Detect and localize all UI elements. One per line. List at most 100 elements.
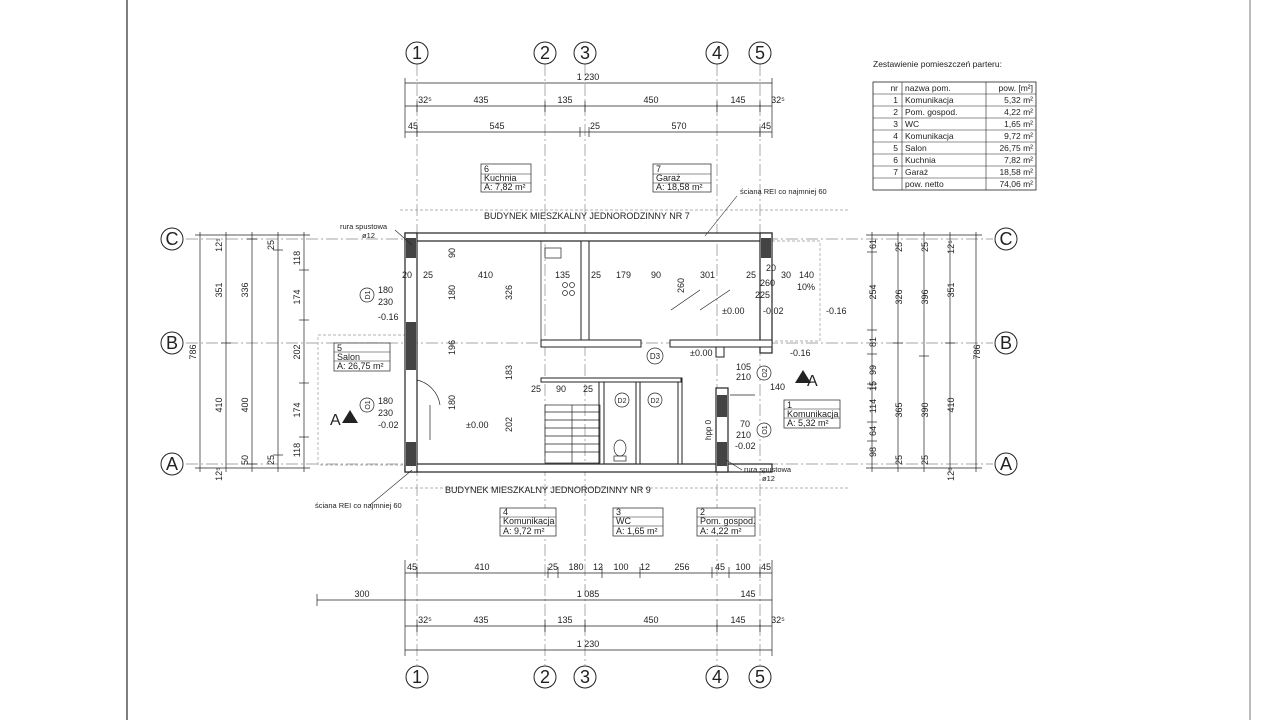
- svg-text:70: 70: [740, 419, 750, 429]
- dim-bot-r3-b: 435: [473, 615, 488, 625]
- axis-label-right-a: A: [1000, 454, 1012, 474]
- dim-left-total: 786: [188, 344, 198, 359]
- dim-left-c5: 118: [292, 443, 302, 457]
- svg-text:210: 210: [736, 430, 751, 440]
- table-header: nazwa pom.: [905, 83, 951, 93]
- table-total-value: 74,06 m²: [999, 179, 1033, 189]
- svg-text:25: 25: [591, 270, 601, 280]
- dim-left-s5: 12⁵: [214, 467, 224, 481]
- svg-text:-0.16: -0.16: [826, 306, 847, 316]
- room-area: A: 26,75 m²: [337, 361, 384, 371]
- dim-bot-r1-g: 12: [640, 562, 650, 572]
- axis-label-top-4: 4: [712, 43, 722, 63]
- svg-text:301: 301: [700, 270, 715, 280]
- dim-left-c2: 174: [292, 289, 302, 304]
- note-hpp: hpp 0: [704, 419, 713, 440]
- svg-text:179: 179: [616, 270, 631, 280]
- section-markers: [342, 370, 811, 423]
- table-cell: 5,32 m²: [1004, 95, 1033, 105]
- svg-text:260: 260: [760, 278, 775, 288]
- room-nr: 1: [787, 400, 792, 410]
- room-name: Garaż: [656, 173, 681, 183]
- dim-right-d8: 98: [868, 447, 878, 457]
- door-swings: [416, 289, 755, 440]
- dim-bot-r2-c: 145: [740, 589, 755, 599]
- room-area: A: 9,72 m²: [503, 526, 545, 536]
- note-building-top: BUDYNEK MIESZKALNY JEDNORODZINNY NR 7: [484, 211, 690, 221]
- room-nr: 2: [700, 507, 705, 517]
- svg-text:135: 135: [555, 270, 570, 280]
- dim-bot-r1-d: 180: [568, 562, 583, 572]
- table-cell: 2: [893, 107, 898, 117]
- axis-label-right-b: B: [1000, 333, 1012, 353]
- dim-right-d7: 64: [868, 426, 878, 436]
- svg-text:90: 90: [651, 270, 661, 280]
- dim-top-r2-d: 570: [671, 121, 686, 131]
- axis-bubbles-top: [405, 41, 772, 65]
- table-cell: Salon: [905, 143, 927, 153]
- dim-top-r1-f: 32⁵: [771, 95, 785, 105]
- section-label-right: A: [807, 373, 818, 390]
- dim-top-r1-d: 450: [643, 95, 658, 105]
- dim-bot-r1-i: 45: [715, 562, 725, 572]
- table-cell: Garaż: [905, 167, 928, 177]
- dim-bot-r2-b: 1 085: [577, 589, 600, 599]
- dim-left-b1: 336: [240, 282, 250, 297]
- svg-text:-0.16: -0.16: [378, 312, 399, 322]
- dim-left-s3: 50: [240, 455, 250, 465]
- room-nr: 7: [656, 164, 661, 174]
- dim-right-c2: 365: [894, 402, 904, 417]
- dim-bot-r1-e: 12: [593, 562, 603, 572]
- table-cell: 7,82 m²: [1004, 155, 1033, 165]
- note-wall-top: ściana REI co najmniej 60: [740, 187, 827, 196]
- table-cell: 4,22 m²: [1004, 107, 1033, 117]
- dim-right-d3: 81: [868, 337, 878, 347]
- axis-label-bottom-3: 3: [580, 667, 590, 687]
- dim-left-c4: 174: [292, 402, 302, 417]
- axis-label-bottom-2: 2: [540, 667, 550, 687]
- table-cell: 3: [893, 119, 898, 129]
- svg-text:±0.00: ±0.00: [722, 306, 744, 316]
- room-label-kuchnia: 6 Kuchnia A: 7,82 m²: [480, 163, 532, 193]
- table-header: nr: [890, 83, 898, 93]
- room-area: A: 7,82 m²: [484, 182, 526, 192]
- table-cell: 6: [893, 155, 898, 165]
- dim-top-r2-c: 25: [590, 121, 600, 131]
- dim-right-a1: 351: [946, 282, 956, 297]
- dim-top-r1-e: 145: [730, 95, 745, 105]
- svg-text:230: 230: [378, 408, 393, 418]
- axis-label-bottom-4: 4: [712, 667, 722, 687]
- room-name: Pom. gospod.: [700, 516, 756, 526]
- note-building-bottom: BUDYNEK MIESZKALNY JEDNORODZINNY NR 9: [445, 485, 651, 495]
- room-name: Salon: [337, 352, 360, 362]
- dim-left-a1: 351: [214, 282, 224, 297]
- svg-text:196: 196: [447, 340, 457, 355]
- svg-text:180: 180: [378, 285, 393, 295]
- room-label-salon: 5 Salon A: 26,75 m²: [333, 342, 391, 372]
- svg-text:25: 25: [746, 270, 756, 280]
- dim-top-total: 1 230: [577, 72, 600, 82]
- dim-left-a2: 410: [214, 397, 224, 412]
- axis-label-left-b: B: [166, 333, 178, 353]
- axis-bubbles-bottom: [405, 665, 772, 689]
- svg-text:-0.16: -0.16: [790, 348, 811, 358]
- room-label-wc: 3 WC A: 1,65 m²: [612, 507, 664, 537]
- table-cell: 1: [893, 95, 898, 105]
- svg-text:25: 25: [531, 384, 541, 394]
- table-cell: 9,72 m²: [1004, 131, 1033, 141]
- room-name: WC: [616, 516, 631, 526]
- dimension-lines-right: [866, 232, 982, 472]
- axis-bubbles-right: [994, 227, 1018, 476]
- svg-text:±0.00: ±0.00: [466, 420, 488, 430]
- svg-text:-0.02: -0.02: [763, 306, 784, 316]
- room-summary-table: Zestawienie pomieszczeń parteru: nr nazw…: [872, 59, 1037, 191]
- note-pipe-top-d: ø12: [362, 231, 375, 240]
- level-markers: -0.16 ±0.00 -0.02 -0.16 ±0.00 -0.02 -0.1…: [378, 282, 847, 451]
- table-title: Zestawienie pomieszczeń parteru:: [873, 59, 1002, 69]
- dim-bot-r1-a: 45: [407, 562, 417, 572]
- note-wall-bottom: ściana REI co najmniej 60: [315, 501, 402, 510]
- door-tag-d2-b: D2: [651, 398, 660, 405]
- table-cell: Kuchnia: [905, 155, 936, 165]
- note-pipe-bottom: rura spustowa: [744, 465, 792, 474]
- section-label-left: A: [330, 412, 341, 429]
